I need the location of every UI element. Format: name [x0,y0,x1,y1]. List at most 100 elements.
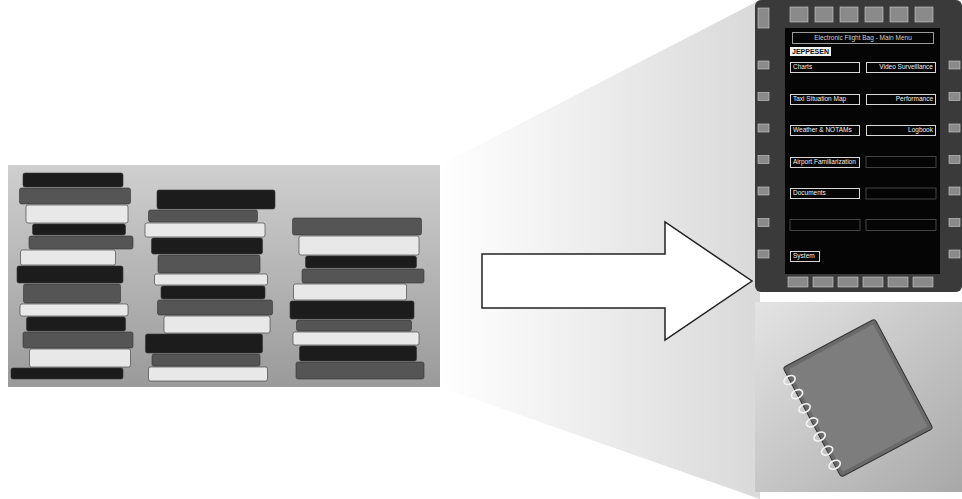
bezel-button [890,7,908,22]
book [27,317,126,331]
button-label: System [793,253,817,260]
bezel-button [949,61,960,69]
book [293,218,422,235]
efb-bezel [755,0,962,292]
spiral-booklet [778,319,933,480]
menu-button: Taxi Situation Map [790,94,860,105]
bezel-button [758,124,769,132]
funnel-background [440,0,760,499]
book [17,266,123,283]
book [145,223,265,237]
button-label: Video Surveillance [869,64,933,71]
booklet-photo [755,302,962,492]
book [23,332,133,348]
book [26,205,128,223]
menu-button: Airport Familiarization [790,157,860,168]
button-label: Electronic Flight Bag - Main Menu [795,35,931,42]
bezel-button [815,7,833,22]
bezel-button [758,187,769,195]
bezel-button [758,93,769,101]
menu-button: Weather & NOTAMs [790,125,860,136]
book [297,320,412,331]
button-label: Taxi Situation Map [793,96,857,103]
bezel-button [840,7,858,22]
inactive-button [790,220,860,231]
bezel-button [790,7,808,22]
book [300,346,417,361]
book [161,286,265,299]
book [157,190,275,209]
bezel-button [949,250,960,258]
bezel-button [949,124,960,132]
spiral-ring [805,416,819,429]
spiral-ring [790,388,804,401]
book [30,349,131,367]
spiral-ring [782,374,796,387]
brand-logo: JEPPESEN [790,47,831,56]
bezel-button [863,277,883,287]
book-stacks [11,173,424,381]
book [21,250,116,265]
book [152,354,260,366]
book [306,256,417,268]
spiral-ring [797,402,811,415]
button-label: Logbook [869,127,933,134]
bezel-button [758,219,769,227]
efb-screen [785,28,940,274]
book [158,300,273,315]
book [158,255,260,273]
book [149,367,268,381]
bezel-button [913,277,933,287]
book [152,238,263,254]
bezel-button [758,8,769,28]
inactive-button [866,220,936,231]
button-label: Airport Familiarization [793,159,857,166]
book [296,362,424,379]
spiral-ring [812,430,826,443]
book [299,236,419,255]
book [20,304,128,316]
book [302,269,424,283]
bezel-buttons [758,7,960,287]
button-label: Documents [793,190,857,197]
bezel-button [949,156,960,164]
bezel-button [949,93,960,101]
bezel-button [758,250,769,258]
book [33,224,126,235]
inactive-menu-buttons [790,157,936,231]
book [20,188,131,204]
menu-button: Charts [790,62,860,73]
bezel-button [813,277,833,287]
bezel-button [758,156,769,164]
book [29,236,133,249]
bezel-button [865,7,883,22]
book-stacks-photo [8,165,440,387]
bezel-button [888,277,908,287]
menu-button: Performance [866,94,936,105]
book [24,284,121,303]
book [146,334,263,353]
spiral-ring [820,444,834,457]
book [11,368,123,379]
menu-button: Video Surveillance [866,62,936,73]
book [294,284,407,300]
menu-button: Documents [790,188,860,199]
book [164,316,270,333]
bezel-button [758,61,769,69]
bezel-button [838,277,858,287]
menu-button: System [790,251,820,262]
button-label: Charts [793,64,857,71]
spiral-ring [827,458,841,471]
inactive-button [866,157,936,168]
book [149,210,258,222]
book [155,274,268,285]
bezel-button [949,219,960,227]
inactive-button [866,188,936,199]
transition-arrow [482,222,752,340]
book [290,301,414,319]
bezel-button [915,7,933,22]
screen-title-bar: Electronic Flight Bag - Main Menu [792,32,934,44]
